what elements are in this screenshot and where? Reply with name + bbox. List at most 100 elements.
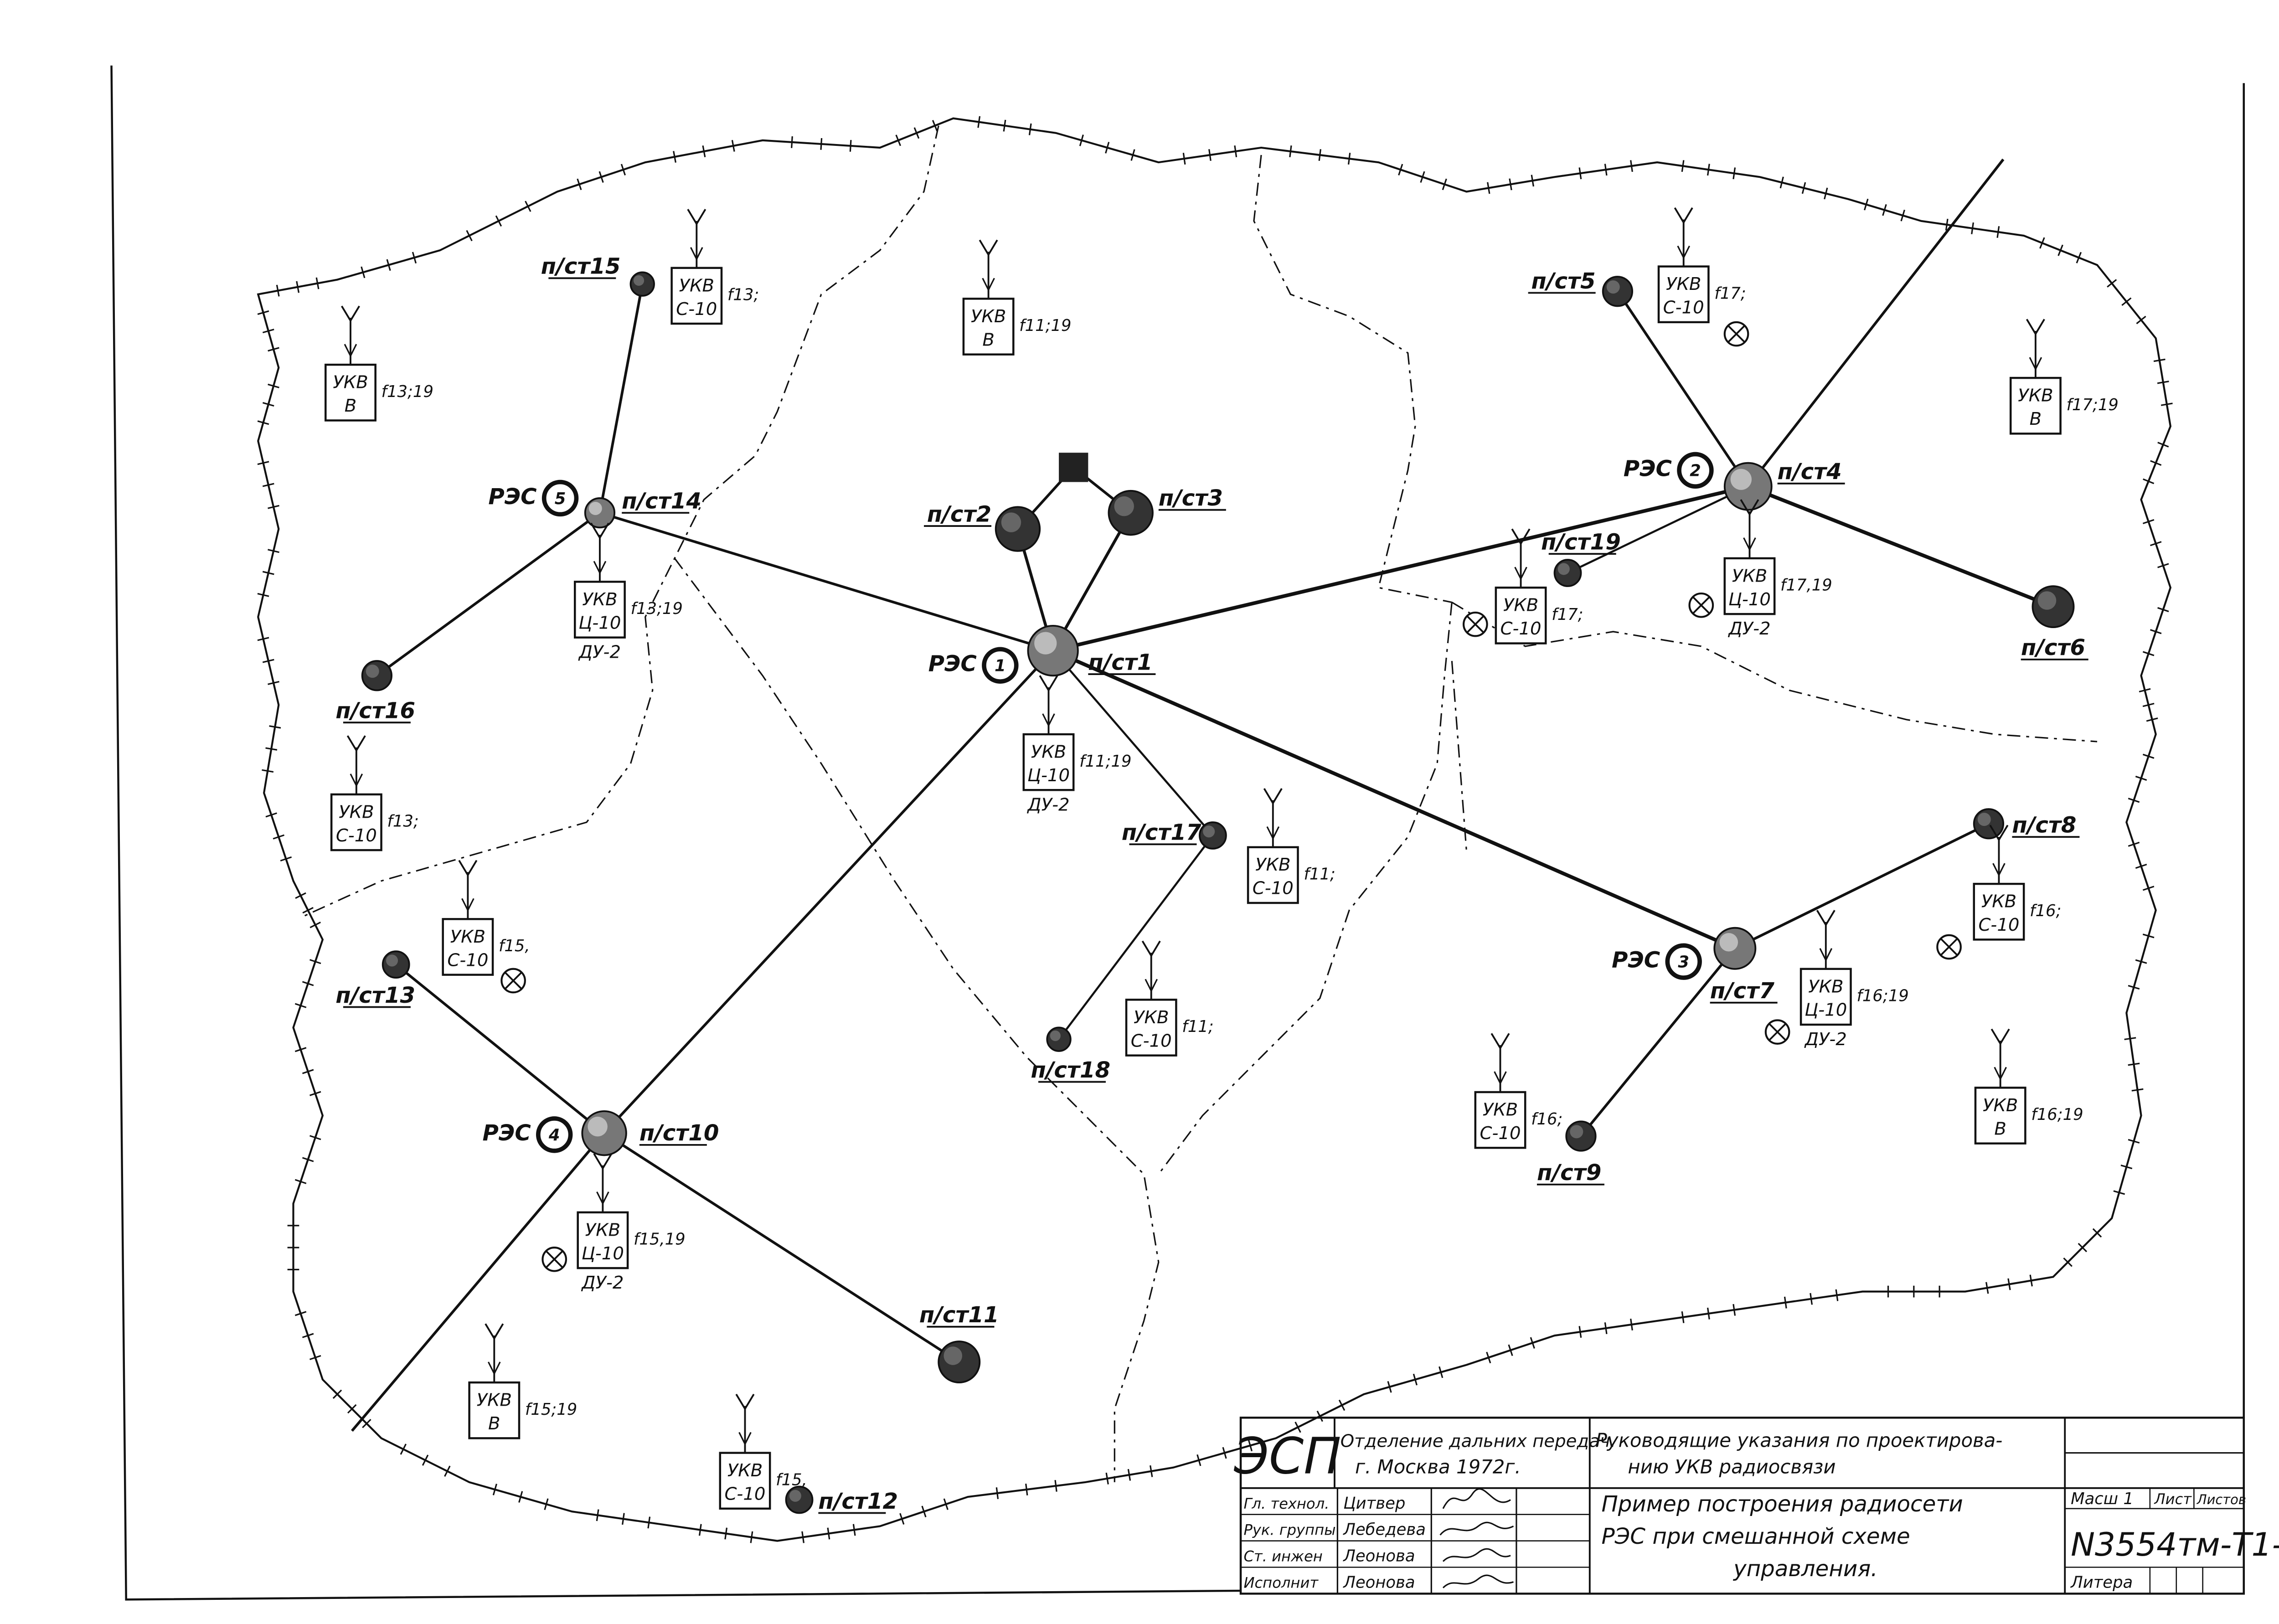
station-label: п/ст11 <box>919 1302 999 1328</box>
unit-model: С-10 <box>1253 878 1294 899</box>
station-st2: п/ст2 <box>924 501 1041 552</box>
res-number: 4 <box>548 1126 560 1145</box>
unit-type: УКВ <box>582 589 617 610</box>
role-4: Исполнит <box>1243 1574 1319 1592</box>
station-st11: п/ст11 <box>919 1302 999 1384</box>
outgoing-line <box>1747 158 2005 487</box>
unit-model: С-10 <box>1480 1123 1521 1144</box>
unit-model: С-10 <box>1663 298 1704 318</box>
antenna-icon <box>1490 1033 1510 1093</box>
link-st7-st8 <box>1734 822 1990 950</box>
station-label: п/ст18 <box>1031 1057 1110 1083</box>
radio-units: УКВС-10f13;УКВВf11;19УКВВf13;19УКВЦ-10f1… <box>325 207 2119 1510</box>
unit-type: УКВ <box>477 1390 512 1411</box>
antenna-icon <box>1263 788 1283 847</box>
unit-model: С-10 <box>336 825 377 846</box>
link-st14-st16 <box>376 511 601 677</box>
station-st3: п/ст3 <box>1108 485 1226 536</box>
unit-frequency: f13; <box>727 286 759 304</box>
unit-frequency: f17,19 <box>1780 576 1832 595</box>
name-4: Леонова <box>1342 1573 1415 1592</box>
link-st4-st5 <box>1616 290 1749 487</box>
unit-model: С-10 <box>1131 1031 1172 1051</box>
unit-type: УКВ <box>1981 892 2016 912</box>
link-st1-st4 <box>1052 485 1749 653</box>
res-label: РЭС <box>928 651 977 677</box>
unit-frequency: f16;19 <box>2031 1105 2083 1124</box>
link-st14-st15 <box>598 284 644 513</box>
station-label: п/ст5 <box>1531 268 1596 294</box>
unit-frequency: f15,19 <box>634 1230 686 1249</box>
unit-frequency: f13;19 <box>631 599 683 618</box>
unit-model: В <box>488 1413 500 1434</box>
antenna-icon <box>1511 528 1531 588</box>
unit-frequency: f13; <box>387 812 418 831</box>
unit-type: УКВ <box>1483 1100 1518 1120</box>
antenna-icon <box>593 1153 613 1212</box>
unit-model: С-10 <box>1500 619 1542 639</box>
unit-model: Ц-10 <box>1027 765 1070 786</box>
link-st17-st18 <box>1058 835 1214 1040</box>
unit-frequency: f11;19 <box>1079 752 1131 771</box>
antenna-icon <box>979 239 998 299</box>
unit-type: УКВ <box>1255 855 1290 875</box>
unit-model: В <box>982 330 995 350</box>
link-st1-st3 <box>1052 512 1132 652</box>
unit-frequency: f16;19 <box>1856 987 1908 1005</box>
link-st1-st10 <box>603 650 1054 1134</box>
station-label: п/ст19 <box>1541 530 1621 555</box>
litera: Литера <box>2070 1573 2133 1592</box>
antenna-icon <box>1990 1028 2010 1088</box>
project-line-1: Руководящие указания по проектирова- <box>1596 1429 2003 1452</box>
link-st4-st19 <box>1567 485 1749 574</box>
unit-type: УКВ <box>585 1220 620 1240</box>
res-label: РЭС <box>1624 456 1672 482</box>
org-line-2: г. Москва 1972г. <box>1355 1456 1521 1478</box>
unit-frequency: f11; <box>1304 865 1335 884</box>
unit-remote-control: ДУ-2 <box>1026 794 1069 815</box>
central-square-node <box>1059 453 1088 482</box>
station-st5: п/ст5 <box>1528 268 1634 307</box>
station-st6: п/ст6 <box>2021 585 2088 660</box>
name-1: Цитвер <box>1343 1494 1405 1513</box>
sheet-frame <box>110 65 2245 1601</box>
crossed-circle-icon <box>1764 1019 1790 1045</box>
unit-model: Ц-10 <box>1728 589 1771 610</box>
col-scale: Масш 1 <box>2071 1490 2134 1508</box>
unit-remote-control: ДУ-2 <box>1727 619 1770 639</box>
station-label: п/ст13 <box>335 983 415 1008</box>
role-1: Гл. технол. <box>1243 1495 1329 1512</box>
station-st13: п/ст13 <box>335 950 415 1008</box>
crossed-circle-icon <box>541 1247 567 1272</box>
unit-model: С-10 <box>1978 915 2019 935</box>
unit-type: УКВ <box>1666 274 1701 294</box>
unit-type: УКВ <box>1503 595 1538 616</box>
unit-model: В <box>345 396 357 416</box>
project-line-2: нию УКВ радиосвязи <box>1628 1456 1836 1478</box>
unit-type: УКВ <box>1983 1095 2018 1116</box>
station-st16: п/ст16 <box>335 660 415 724</box>
unit-model: Ц-10 <box>582 1243 624 1264</box>
unit-frequency: f17;19 <box>2066 396 2118 414</box>
unit-model: Ц-10 <box>578 613 621 633</box>
station-st12: п/ст12 <box>785 1485 898 1514</box>
station-label: п/ст9 <box>1537 1160 1601 1186</box>
res-label: РЭС <box>1612 948 1660 973</box>
station-st15: п/ст15 <box>541 254 655 297</box>
station-label: п/ст15 <box>541 254 621 279</box>
